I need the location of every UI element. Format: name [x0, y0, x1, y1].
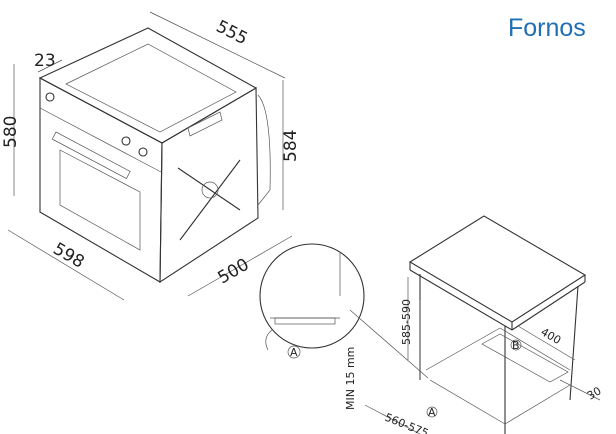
marker-a-detail: A — [290, 346, 298, 359]
dim-top-depth: 23 — [34, 51, 56, 71]
dim-niche-width: 560-575 — [383, 411, 430, 434]
marker-b: B — [512, 339, 520, 352]
oven-illustration — [38, 27, 271, 284]
dim-niche-height: 585-590 — [400, 299, 413, 345]
dimension-lines — [7, 11, 293, 301]
detail-magnifier: A — [259, 243, 429, 379]
page-title: Fornos — [508, 14, 586, 42]
dim-height-front: 580 — [1, 116, 21, 148]
dim-vent-offset: 30 — [585, 384, 604, 402]
dim-width: 598 — [50, 239, 88, 273]
marker-a: A — [428, 406, 436, 419]
dim-depth: 555 — [213, 17, 251, 50]
dim-vent-length: 400 — [539, 325, 564, 347]
cabinet-illustration: B A — [364, 215, 601, 434]
dim-min-gap: MIN 15 mm — [344, 347, 357, 410]
dim-height-side: 584 — [281, 130, 301, 162]
dim-side-depth: 500 — [215, 255, 253, 289]
